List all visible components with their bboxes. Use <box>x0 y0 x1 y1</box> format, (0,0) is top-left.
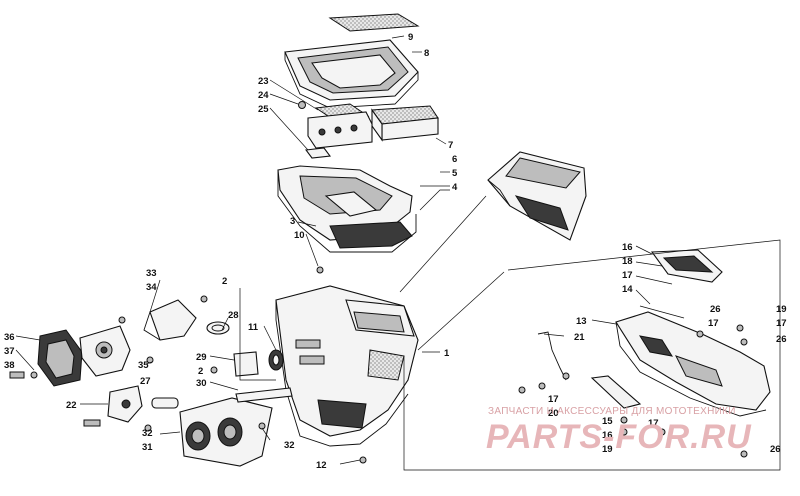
bracket-16 <box>650 249 723 283</box>
cover-36 <box>37 329 83 387</box>
watermark-tagline: ЗАПЧАСТИ И АКСЕССУАРЫ ДЛЯ МОТОТЕХНИКИ <box>488 406 736 417</box>
callout-16b: 16 <box>602 430 613 441</box>
callout-23: 23 <box>258 76 269 87</box>
callout-14: 14 <box>622 284 633 295</box>
callout-32: 32 <box>142 428 153 439</box>
callout-17c: 17 <box>776 318 787 329</box>
callout-2b: 2 <box>198 366 203 377</box>
filter-element <box>371 105 439 142</box>
callout-13: 13 <box>576 316 587 327</box>
callout-18: 18 <box>622 256 633 267</box>
callout-2: 2 <box>222 276 227 287</box>
callout-37: 37 <box>4 346 15 357</box>
callout-19: 19 <box>776 304 787 315</box>
callout-28: 28 <box>228 310 239 321</box>
callout-5: 5 <box>452 168 458 179</box>
callout-9: 9 <box>408 32 413 43</box>
callout-17d: 17 <box>548 394 559 405</box>
callout-33: 33 <box>146 268 157 279</box>
flange-22 <box>107 385 143 423</box>
callout-36: 36 <box>4 332 15 343</box>
plate-15 <box>590 375 642 409</box>
air-duct-housing <box>487 151 587 241</box>
bracket-21 <box>537 331 567 381</box>
airbox-top <box>277 165 417 253</box>
filter-screen <box>328 13 420 32</box>
watermark: ЗАПЧАСТИ И АКСЕССУАРЫ ДЛЯ МОТОТЕХНИКИ PA… <box>486 406 752 456</box>
callout-17b: 17 <box>708 318 719 329</box>
bracket-29 <box>233 351 259 377</box>
callout-16: 16 <box>622 242 633 253</box>
spacer-27 <box>151 397 179 409</box>
callout-4: 4 <box>452 182 458 193</box>
rod-14 <box>639 305 685 319</box>
callout-26: 26 <box>710 304 721 315</box>
carburetor <box>79 325 131 377</box>
callout-24: 24 <box>258 90 269 101</box>
fasteners-left <box>9 266 367 464</box>
callout-12: 12 <box>316 460 327 471</box>
callout-29: 29 <box>196 352 207 363</box>
frame-13 <box>615 311 771 417</box>
bracket-33 <box>143 299 197 341</box>
callout-35: 35 <box>138 360 149 371</box>
callout-1: 1 <box>444 348 450 359</box>
callout-10: 10 <box>294 230 305 241</box>
callout-7: 7 <box>448 140 453 151</box>
filter-box-small <box>307 103 373 149</box>
intake-boot-31 <box>179 397 273 467</box>
callout-17e: 17 <box>648 418 659 429</box>
screw-24 <box>298 101 306 109</box>
callout-6: 6 <box>452 154 457 165</box>
callout-22: 22 <box>66 400 77 411</box>
callout-11: 11 <box>248 322 259 333</box>
callout-21: 21 <box>574 332 585 343</box>
clamp-28 <box>206 321 230 335</box>
grommet-11 <box>268 349 284 371</box>
fasteners-right <box>518 324 748 458</box>
callout-34: 34 <box>146 282 157 293</box>
callout-labels: 9 8 23 24 25 7 6 5 4 3 10 33 34 2 28 11 … <box>4 32 787 471</box>
callout-31: 31 <box>142 442 153 453</box>
callout-3: 3 <box>290 216 295 227</box>
callout-17: 17 <box>622 270 633 281</box>
callout-8: 8 <box>424 48 429 59</box>
callout-26b: 26 <box>776 334 787 345</box>
bracket-30 <box>235 387 293 403</box>
callout-38: 38 <box>4 360 15 371</box>
callout-25: 25 <box>258 104 269 115</box>
watermark-logo: PARTS-FOR.RU <box>486 418 752 456</box>
leader-lines <box>15 35 673 465</box>
callout-27: 27 <box>140 376 151 387</box>
callout-32b: 32 <box>284 440 295 451</box>
main-airbox <box>275 285 419 447</box>
callout-15: 15 <box>602 416 613 427</box>
callout-26c: 26 <box>770 444 781 455</box>
filter-lid <box>284 39 419 109</box>
assembly-lines <box>239 195 781 471</box>
gasket-25 <box>304 147 332 159</box>
callout-19b: 19 <box>602 444 613 455</box>
callout-20: 20 <box>548 408 559 419</box>
callout-30: 30 <box>196 378 207 389</box>
